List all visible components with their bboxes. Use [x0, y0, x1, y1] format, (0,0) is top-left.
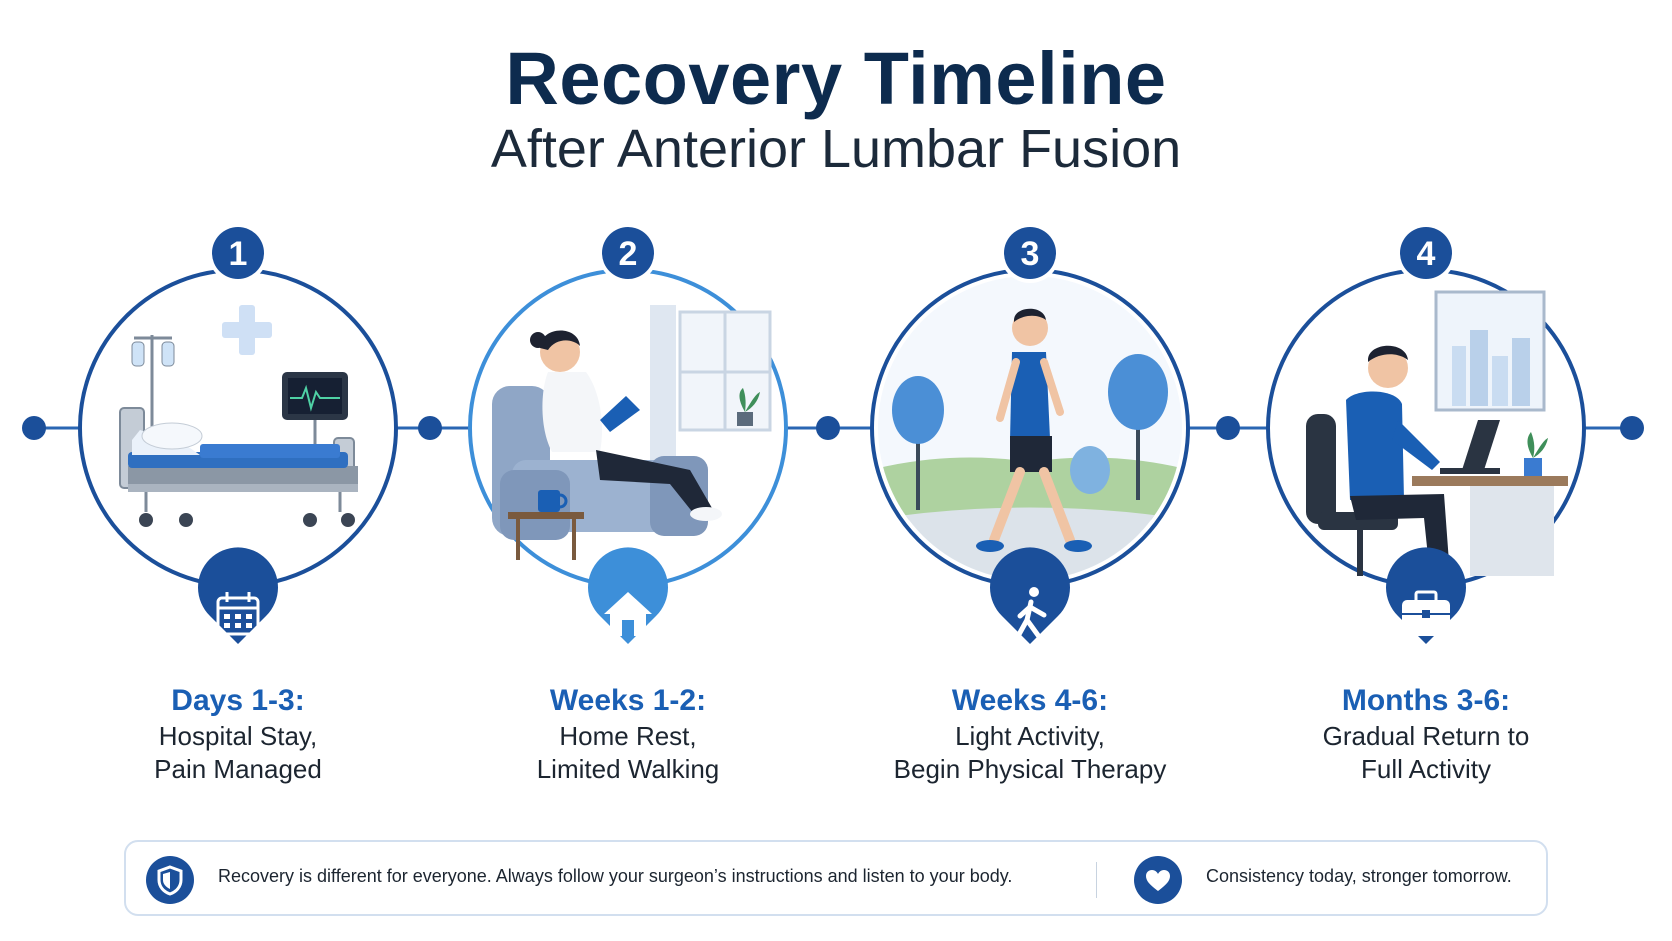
timeline-node	[816, 416, 840, 440]
stage-3-caption: Weeks 4-6: Light Activity, Begin Physica…	[830, 682, 1230, 787]
laptop-icon	[1440, 420, 1500, 474]
stage-2-desc-line-2: Limited Walking	[536, 754, 720, 785]
timeline-node	[22, 416, 46, 440]
walking-icon	[1014, 587, 1047, 641]
hospital-bed-icon	[119, 407, 358, 527]
stage-1-number-badge	[212, 227, 264, 279]
stage-3-number: 3	[1021, 235, 1040, 273]
stage-2-number: 2	[619, 235, 638, 273]
stage-3-pin	[990, 547, 1070, 644]
working-person-icon	[1346, 345, 1450, 576]
tree-icon	[892, 376, 944, 510]
stage-1-caption: Days 1-3: Hospital Stay, Pain Managed	[38, 682, 438, 787]
heart-icon	[1134, 856, 1182, 904]
stage-3-scene	[870, 223, 1190, 644]
shield-icon	[146, 856, 194, 904]
stage-2-desc-line-1: Home Rest,	[559, 720, 697, 751]
stage-1-desc-line-2: Pain Managed	[154, 754, 322, 785]
stage-1-number: 1	[229, 235, 248, 273]
stage-3-period: Weeks 4-6:	[951, 684, 1109, 717]
footer-motto: Consistency today, stronger tomorrow.	[1206, 866, 1512, 886]
stage-4-desc-line-1: Gradual Return to	[1322, 720, 1530, 751]
timeline-node	[1620, 416, 1644, 440]
footer-banner: Recovery is different for everyone. Alwa…	[124, 840, 1548, 916]
stage-3-desc-line-2: Begin Physical Therapy	[893, 754, 1167, 785]
stage-2-period: Weeks 1-2:	[549, 684, 707, 717]
stage-1-period: Days 1-3:	[171, 684, 305, 717]
timeline-node	[418, 416, 442, 440]
stage-2-number-badge	[602, 227, 654, 279]
calendar-icon	[216, 592, 260, 636]
timeline-node	[1216, 416, 1240, 440]
medical-cross-icon	[222, 305, 272, 355]
stage-1-desc-line-1: Hospital Stay,	[158, 720, 318, 751]
stage-4-caption: Months 3-6: Gradual Return to Full Activ…	[1226, 682, 1626, 787]
stage-1-pin	[198, 547, 278, 644]
side-table-icon	[508, 490, 584, 560]
stage-2-caption: Weeks 1-2: Home Rest, Limited Walking	[428, 682, 828, 787]
plant-icon	[737, 388, 760, 426]
footer-note: Recovery is different for everyone. Alwa…	[218, 866, 1013, 886]
plant-icon	[1524, 432, 1548, 476]
tree-icon	[1108, 354, 1168, 500]
stage-1-scene	[78, 223, 398, 644]
stage-2-scene	[468, 223, 788, 644]
reading-person-icon	[530, 330, 722, 521]
briefcase-icon	[1402, 590, 1450, 636]
stage-3-number-badge	[1004, 227, 1056, 279]
stage-4-number-badge	[1400, 227, 1452, 279]
window-icon	[650, 305, 772, 465]
stage-4-number: 4	[1417, 235, 1436, 273]
stage-4-desc-line-2: Full Activity	[1360, 754, 1492, 785]
stage-3-desc-line-1: Light Activity,	[955, 720, 1105, 751]
page-subtitle: After Anterior Lumbar Fusion	[490, 119, 1182, 179]
stage-4-scene	[1266, 223, 1586, 644]
heart-monitor-icon	[282, 372, 348, 450]
window-icon	[1434, 290, 1546, 412]
iv-stand-icon	[131, 335, 175, 470]
home-icon	[604, 592, 652, 636]
footer-divider	[1096, 862, 1097, 898]
stage-4-period: Months 3-6:	[1341, 684, 1511, 717]
walking-person-icon	[976, 308, 1092, 552]
desk-icon	[1412, 476, 1568, 576]
page-title: Recovery Timeline	[505, 37, 1167, 120]
